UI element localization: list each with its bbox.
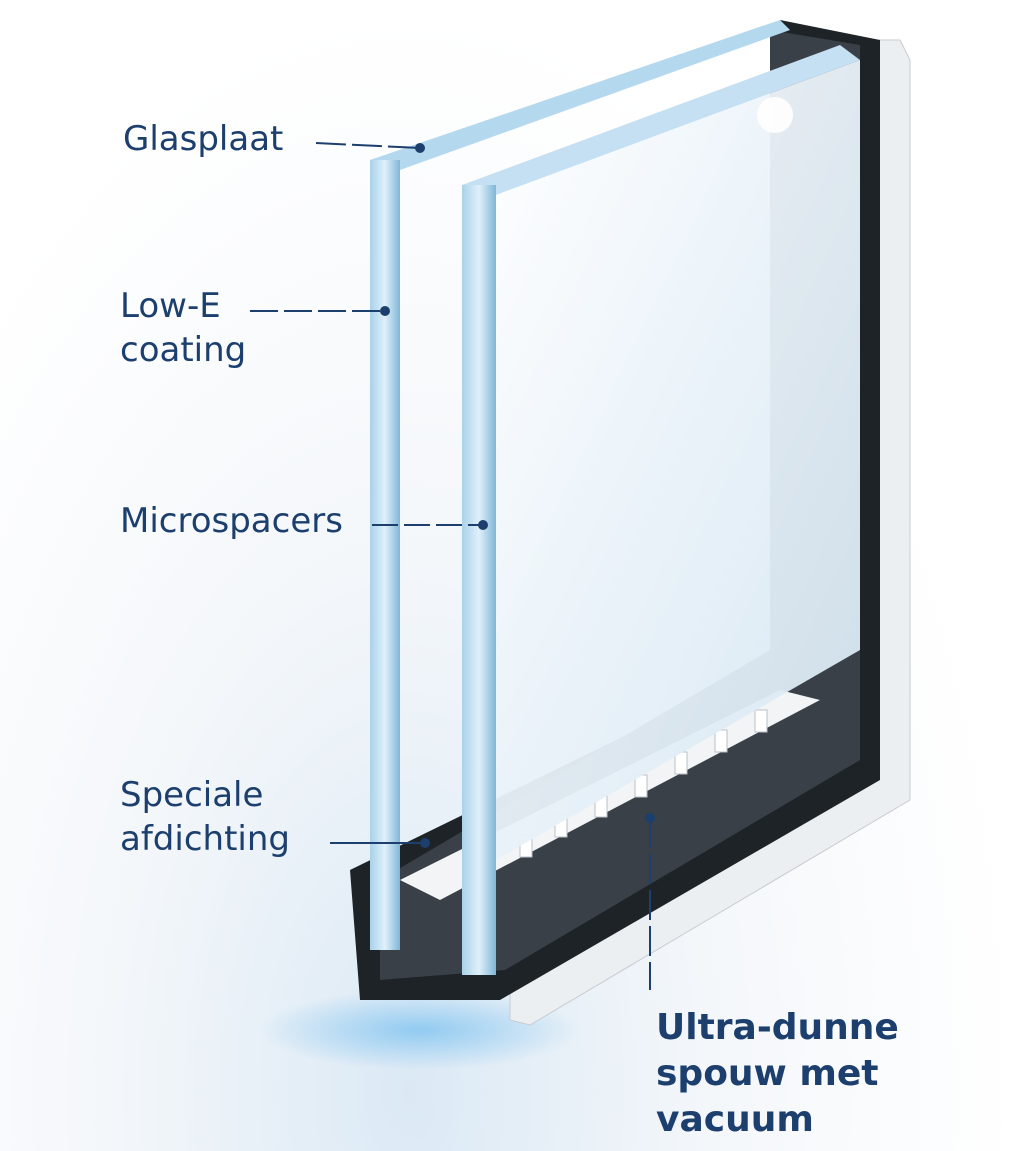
glare [757,97,793,133]
label-cavity-line1: Ultra-dunne [656,1007,899,1048]
front-pane-edge [462,185,496,975]
label-glasplaat: Glasplaat [123,119,284,159]
front-pane-top-edge [462,45,860,195]
label-low-e-line2: coating [120,330,247,370]
front-pane-glass [496,60,860,860]
label-microspacers: Microspacers [120,501,343,541]
label-cavity-line2: spouw met [656,1053,879,1094]
back-pane-edge [370,160,400,950]
back-pane-top-edge [370,20,790,170]
frame-inner [380,30,860,980]
label-seal-line2: afdichting [120,819,290,859]
label-seal-line1: Speciale [120,775,264,815]
leader-lines [250,142,655,990]
light-glow [260,990,580,1070]
label-cavity-line3: vacuum [656,1099,814,1140]
label-low-e-line1: Low-E [120,286,221,326]
